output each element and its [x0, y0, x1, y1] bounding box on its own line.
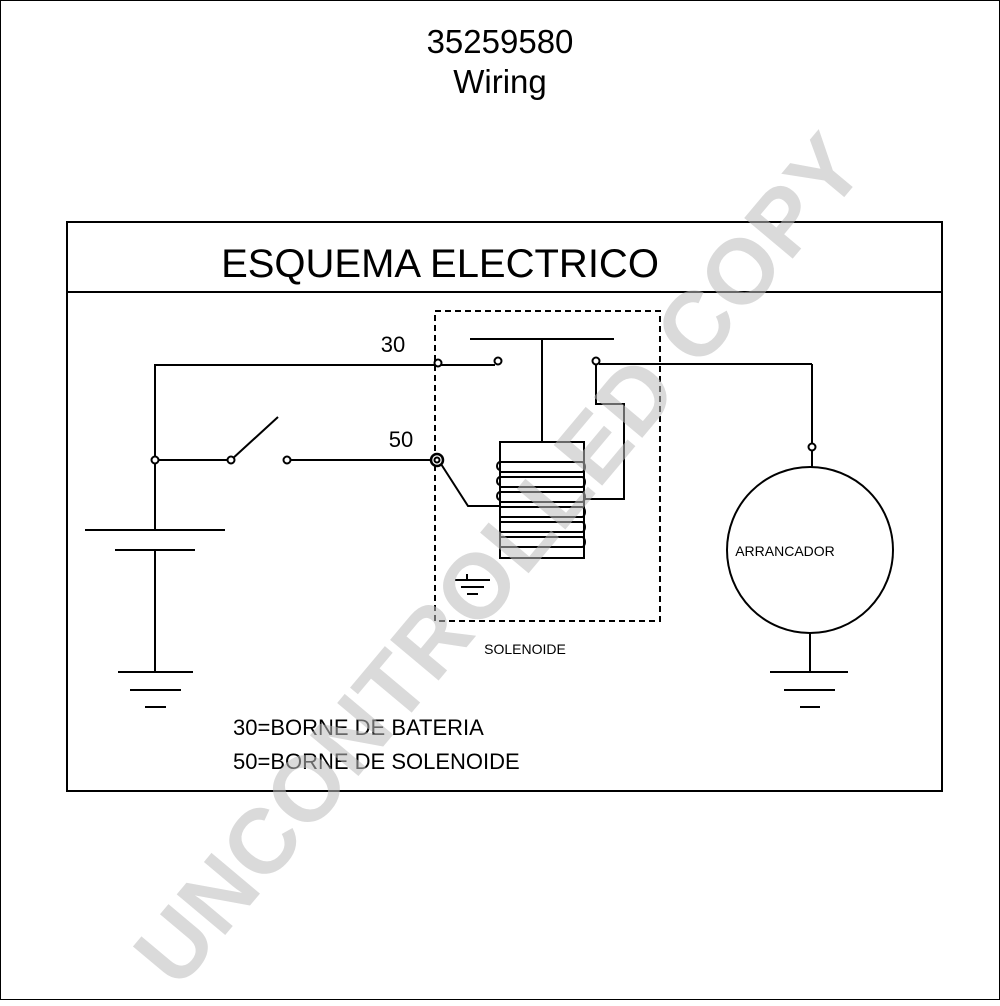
- part-number: 35259580: [426, 23, 574, 60]
- junction-node: [150, 455, 160, 465]
- solenoid-label: SOLENOIDE: [484, 641, 566, 657]
- pull-in-wire: [440, 463, 500, 507]
- legend-line-1: 30=BORNE DE BATERIA: [233, 715, 484, 740]
- battery-wire: [154, 364, 438, 530]
- starter-terminal-node: [807, 442, 817, 452]
- terminal-50-label: 50: [389, 427, 413, 452]
- page-subtitle: Wiring: [453, 63, 547, 100]
- starter-label: ARRANCADOR: [735, 543, 835, 559]
- switch-contact-left: [226, 455, 236, 465]
- switch-blade: [230, 416, 279, 461]
- diagram-box: [66, 221, 943, 792]
- contact-right: [591, 356, 601, 366]
- legend-line-2: 50=BORNE DE SOLENOIDE: [233, 749, 520, 774]
- terminal-30-label: 30: [381, 332, 405, 357]
- terminal-50-node-inner: [433, 456, 441, 464]
- diagram-title: ESQUEMA ELECTRICO: [221, 242, 659, 286]
- coil-body: [499, 441, 585, 559]
- terminal-30-node: [433, 358, 443, 368]
- coil-return-wire: [584, 365, 625, 500]
- coil-windings: [496, 461, 586, 548]
- page-header: 35259580 Wiring: [0, 22, 1000, 102]
- switch-contact-right: [282, 455, 292, 465]
- solenoid-enclosure: [434, 310, 661, 622]
- contact-left: [493, 356, 503, 366]
